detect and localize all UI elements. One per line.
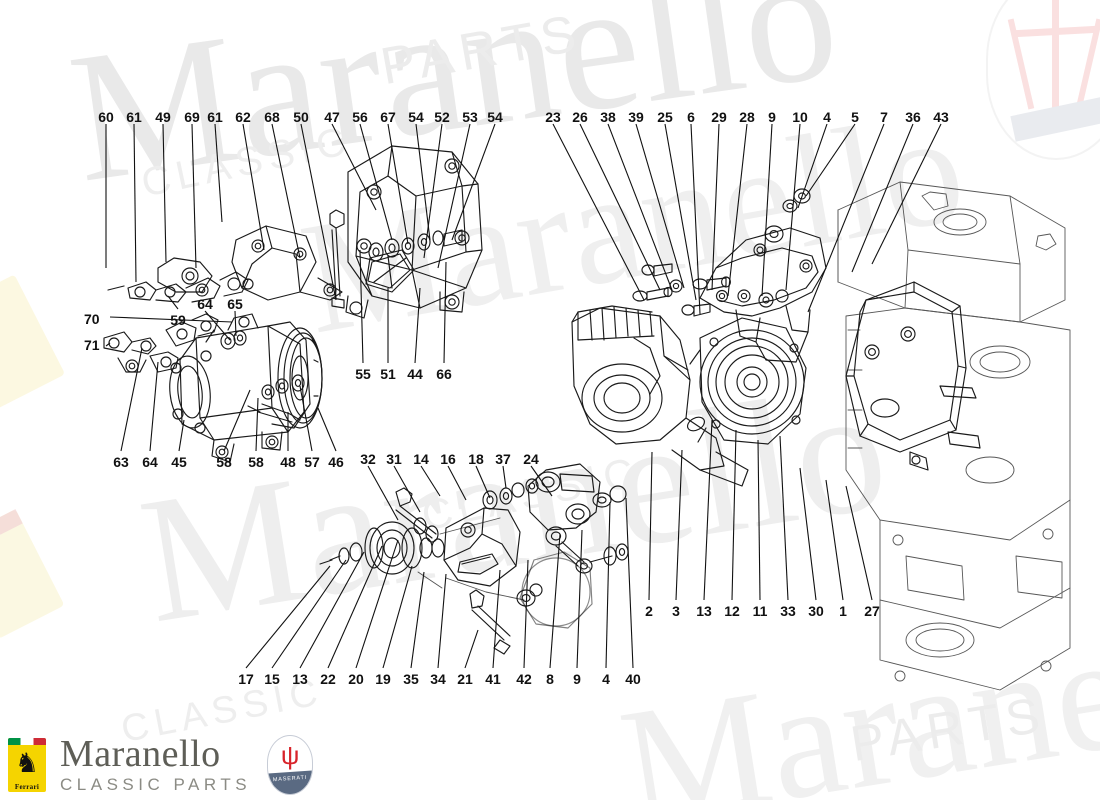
callout-12: 12: [724, 603, 740, 619]
callout-52: 52: [434, 109, 450, 125]
callout-47: 47: [324, 109, 340, 125]
italian-flag-stripe: [8, 738, 46, 745]
maranello-brand-block: Maranello CLASSIC PARTS: [60, 732, 252, 796]
callout-36: 36: [905, 109, 921, 125]
callout-64: 64: [142, 454, 158, 470]
ferrari-wordmark: Ferrari: [14, 783, 40, 791]
callout-61: 61: [126, 109, 142, 125]
callout-4: 4: [602, 671, 610, 687]
callout-7: 7: [880, 109, 888, 125]
callout-43: 43: [933, 109, 949, 125]
callout-60: 60: [98, 109, 114, 125]
callout-20: 20: [348, 671, 364, 687]
prancing-horse-icon: ♞: [14, 748, 40, 778]
callout-25: 25: [657, 109, 673, 125]
callout-18: 18: [468, 451, 484, 467]
callout-37: 37: [495, 451, 511, 467]
callout-41: 41: [485, 671, 501, 687]
callout-9: 9: [573, 671, 581, 687]
callout-9: 9: [768, 109, 776, 125]
ferrari-logo: ♞ Ferrari: [8, 738, 46, 792]
callout-28: 28: [739, 109, 755, 125]
callout-48: 48: [280, 454, 296, 470]
callout-46: 46: [328, 454, 344, 470]
callout-4: 4: [823, 109, 831, 125]
callout-17: 17: [238, 671, 254, 687]
callout-5: 5: [851, 109, 859, 125]
callout-49: 49: [155, 109, 171, 125]
callout-22: 22: [320, 671, 336, 687]
callout-8: 8: [546, 671, 554, 687]
callout-38: 38: [600, 109, 616, 125]
callout-53: 53: [462, 109, 478, 125]
callout-59: 59: [170, 312, 186, 328]
callout-64: 64: [197, 296, 213, 312]
callout-3: 3: [672, 603, 680, 619]
callout-32: 32: [360, 451, 376, 467]
callout-44: 44: [407, 366, 423, 382]
callout-57: 57: [304, 454, 320, 470]
callout-31: 31: [386, 451, 402, 467]
callout-58: 58: [216, 454, 232, 470]
callout-13: 13: [696, 603, 712, 619]
callout-68: 68: [264, 109, 280, 125]
callout-35: 35: [403, 671, 419, 687]
callout-16: 16: [440, 451, 456, 467]
callout-14: 14: [413, 451, 429, 467]
callout-54: 54: [487, 109, 503, 125]
callout-67: 67: [380, 109, 396, 125]
callout-33: 33: [780, 603, 796, 619]
callout-34: 34: [430, 671, 446, 687]
callout-10: 10: [792, 109, 808, 125]
callout-19: 19: [375, 671, 391, 687]
brand-tagline: CLASSIC PARTS: [60, 775, 252, 795]
callout-21: 21: [457, 671, 473, 687]
callout-11: 11: [752, 603, 768, 619]
callout-23: 23: [545, 109, 561, 125]
callout-62: 62: [235, 109, 251, 125]
callout-63: 63: [113, 454, 129, 470]
brand-name: Maranello: [60, 732, 221, 775]
callout-27: 27: [864, 603, 880, 619]
callout-69: 69: [184, 109, 200, 125]
maserati-logo-base: [268, 784, 313, 794]
callout-30: 30: [808, 603, 824, 619]
callout-58: 58: [248, 454, 264, 470]
callout-61: 61: [207, 109, 223, 125]
callout-55: 55: [355, 366, 371, 382]
callout-56: 56: [352, 109, 368, 125]
callout-29: 29: [711, 109, 727, 125]
callout-1: 1: [839, 603, 847, 619]
callout-40: 40: [625, 671, 641, 687]
callout-50: 50: [293, 109, 309, 125]
callout-45: 45: [171, 454, 187, 470]
callout-13: 13: [292, 671, 308, 687]
callout-15: 15: [264, 671, 280, 687]
callout-51: 51: [380, 366, 396, 382]
callout-2: 2: [645, 603, 653, 619]
callout-6: 6: [687, 109, 695, 125]
callout-71: 71: [84, 337, 100, 353]
callout-70: 70: [84, 311, 100, 327]
maserati-logo: ψ MASERATI: [267, 735, 314, 795]
callout-65: 65: [227, 296, 243, 312]
trident-icon: ψ: [280, 740, 300, 770]
footer-branding: ♞ Ferrari Maranello CLASSIC PARTS ψ MASE…: [0, 730, 1100, 800]
callout-24: 24: [523, 451, 539, 467]
callout-42: 42: [516, 671, 532, 687]
callout-39: 39: [628, 109, 644, 125]
callout-26: 26: [572, 109, 588, 125]
callout-54: 54: [408, 109, 424, 125]
callout-66: 66: [436, 366, 452, 382]
